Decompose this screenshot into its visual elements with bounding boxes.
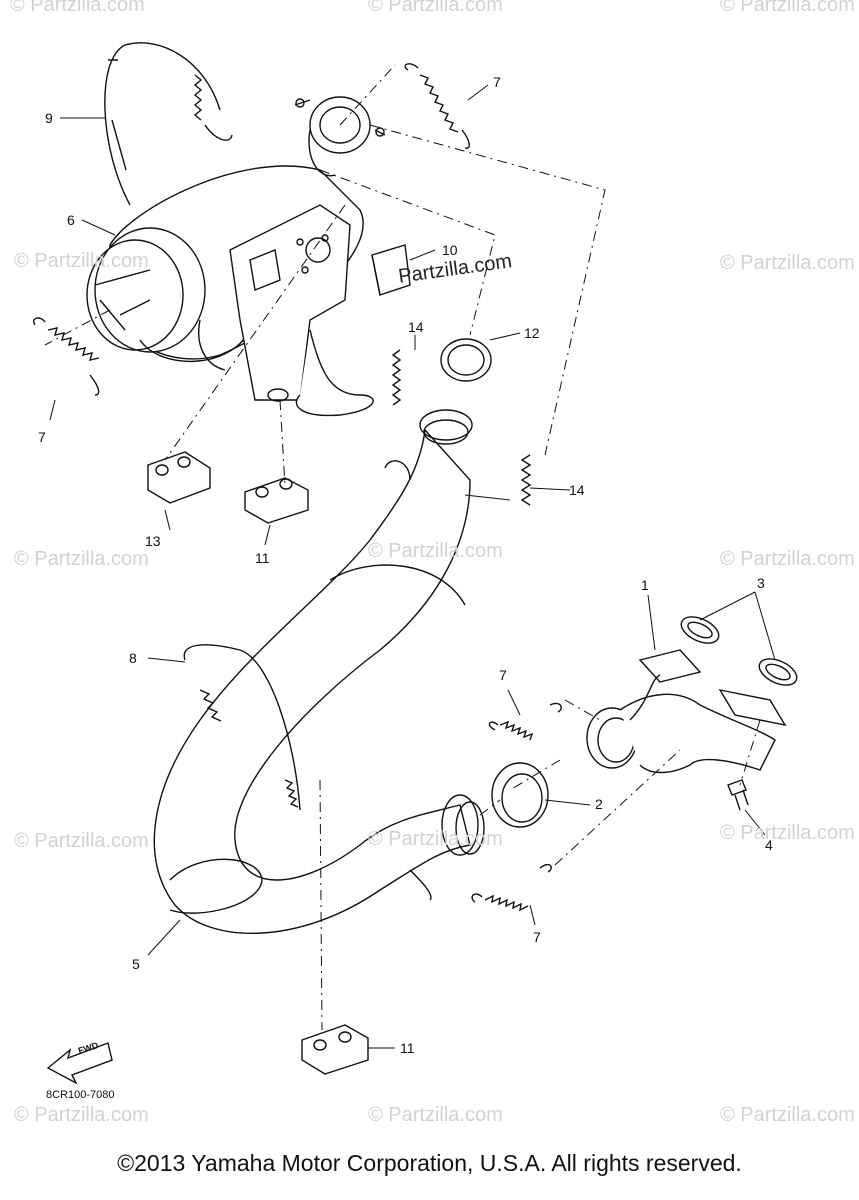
silencer-part-6 <box>86 96 386 417</box>
gasket-part-3-a <box>680 616 720 644</box>
callout-7: 7 <box>493 74 501 90</box>
damper-part-13 <box>147 451 211 504</box>
callout-2: 2 <box>595 796 603 812</box>
callout-10: 10 <box>442 242 458 258</box>
callout-9: 9 <box>45 110 53 126</box>
callout-5: 5 <box>132 956 140 972</box>
callout-14: 14 <box>408 319 424 335</box>
callout-13: 13 <box>145 533 161 549</box>
callout-3: 3 <box>757 575 765 591</box>
watermark: © Partzilla.com <box>720 0 855 16</box>
diagram-code: 8CR100-7080 <box>46 1089 115 1101</box>
callout-11: 11 <box>255 550 270 566</box>
manifold-part-1 <box>586 649 787 774</box>
damper-part-10 <box>371 244 411 296</box>
spring-part-7-left <box>33 317 100 396</box>
watermark: © Partzilla.com <box>368 0 503 16</box>
watermark: © Partzilla.com <box>368 828 503 850</box>
spring-part-14-right <box>520 454 532 506</box>
callout-7: 7 <box>533 929 541 945</box>
watermark: © Partzilla.com <box>14 548 149 570</box>
damper-part-11-lower <box>301 1024 369 1075</box>
bolt-part-4 <box>727 779 749 811</box>
leader-lines <box>49 84 776 1049</box>
callout-8: 8 <box>129 650 137 666</box>
assembly-lines <box>44 64 761 1031</box>
watermark: © Partzilla.com <box>368 540 503 562</box>
watermark: © Partzilla.com <box>14 1104 149 1126</box>
gasket-part-12 <box>440 338 492 382</box>
callout-7: 7 <box>499 667 507 683</box>
spring-on-band-9 <box>193 74 233 141</box>
band-part-9 <box>104 42 221 206</box>
exhaust-diagram <box>33 42 798 1085</box>
spring-part-7-middle <box>488 702 562 741</box>
callout-1: 1 <box>641 577 649 593</box>
watermark: © Partzilla.com <box>14 250 149 272</box>
copyright-notice: ©2013 Yamaha Motor Corporation, U.S.A. A… <box>117 1150 742 1176</box>
watermark: © Partzilla.com <box>720 1104 855 1126</box>
watermark: © Partzilla.com <box>720 822 855 844</box>
spring-part-7-top <box>404 63 470 149</box>
spring-part-7-bottom <box>471 863 552 912</box>
callout-6: 6 <box>67 212 75 228</box>
callout-4: 4 <box>765 837 773 853</box>
watermark: © Partzilla.com <box>368 1104 503 1126</box>
callout-7: 7 <box>38 429 46 445</box>
gasket-part-3-b <box>758 658 798 686</box>
watermark: © Partzilla.com <box>10 0 145 16</box>
watermark: © Partzilla.com <box>720 252 855 274</box>
exhaust-pipe-part-5 <box>153 409 485 934</box>
fwd-arrow-icon <box>46 1042 113 1085</box>
callout-12: 12 <box>524 325 540 341</box>
callout-11: 11 <box>400 1040 415 1056</box>
callout-14: 14 <box>569 482 585 498</box>
watermark: © Partzilla.com <box>14 830 149 852</box>
spring-part-14-left <box>391 349 402 406</box>
band-part-8 <box>183 644 301 811</box>
joint-part-2 <box>491 762 549 828</box>
watermark: © Partzilla.com <box>720 548 855 570</box>
damper-part-11-upper <box>244 477 309 524</box>
